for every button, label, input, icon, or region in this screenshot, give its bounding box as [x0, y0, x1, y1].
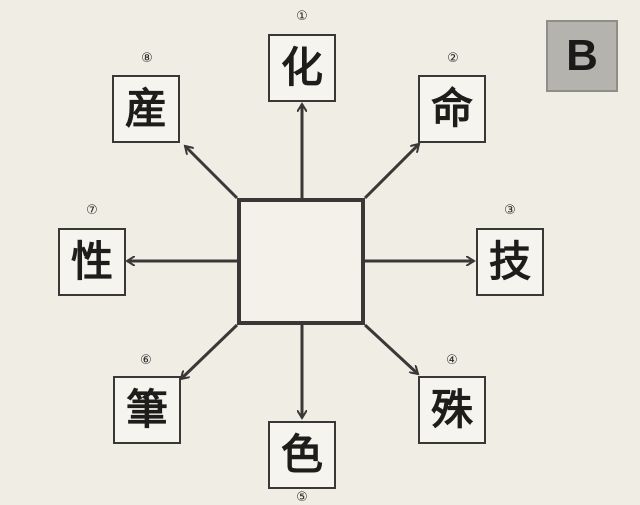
item-2-number: ② [447, 51, 459, 66]
arrow-8 [185, 146, 239, 200]
item-7-box: 性 [58, 228, 126, 296]
item-1-box: 化 [268, 34, 336, 102]
item-3-number: ③ [504, 203, 516, 218]
arrow-4 [363, 323, 418, 374]
item-5-number: ⑤ [296, 490, 308, 505]
item-8-box: 産 [112, 75, 180, 143]
section-badge: B [546, 20, 618, 92]
item-1-number: ① [296, 9, 308, 24]
item-7-number: ⑦ [86, 203, 98, 218]
item-8-number: ⑧ [141, 51, 153, 66]
item-5-box: 色 [268, 421, 336, 489]
arrow-6 [181, 323, 239, 379]
item-4-number: ④ [446, 353, 458, 368]
arrow-2 [363, 144, 419, 200]
item-6-box: 筆 [113, 376, 181, 444]
item-2-box: 命 [418, 75, 486, 143]
item-4-box: 殊 [418, 376, 486, 444]
item-6-number: ⑥ [140, 353, 152, 368]
item-3-box: 技 [476, 228, 544, 296]
center-blank-box[interactable] [237, 198, 365, 325]
